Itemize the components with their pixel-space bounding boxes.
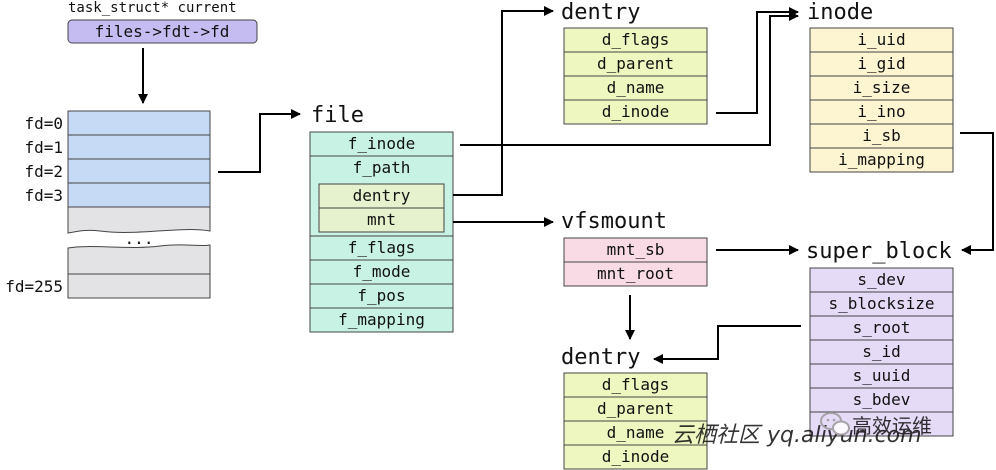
fd-slot-4 <box>67 206 211 234</box>
super-block-title: super_block <box>806 239 952 264</box>
fd-label-1: fd=1 <box>24 138 63 157</box>
fd-table: ... fd=0 fd=1 fd=2 fd=3 fd=255 <box>5 110 211 299</box>
inode-field-i-ino-label: i_ino <box>857 102 905 121</box>
dentry-bottom-field-d-inode <box>563 444 708 470</box>
super-block-field-s-bdev <box>809 387 954 413</box>
super-block-field-s-uuid-label: s_uuid <box>853 366 911 385</box>
current-value: files->fdt->fd <box>95 22 230 41</box>
f-path-dentry-label: dentry <box>353 186 411 205</box>
inode-field-i-mapping <box>809 147 954 173</box>
dentry-bottom-field-d-parent <box>563 396 708 422</box>
watermark-text: 云栖社区 yq.aliyun.com <box>672 423 922 448</box>
super-block-field-s-id-label: s_id <box>862 342 901 361</box>
fd-slot-0 <box>67 110 211 136</box>
fd-slot-3 <box>67 182 211 208</box>
dentry-bottom-field-d-name-label: d_name <box>607 423 665 442</box>
wechat-icon <box>820 412 850 436</box>
arrow-f-inode-to-inode <box>460 11 799 146</box>
dentry-bottom-field-d-name <box>563 420 708 446</box>
super-block-field-s-root <box>809 315 954 341</box>
current-box <box>67 19 258 44</box>
inode-field-i-uid-label: i_uid <box>857 30 905 49</box>
current-label: task_struct* current <box>68 0 237 16</box>
watermark-brand: 高效运维 <box>852 414 932 438</box>
vfsmount-field-mnt-root <box>563 261 708 287</box>
fd-slot-1 <box>67 134 211 160</box>
file-field-f-mode <box>309 259 454 285</box>
dentry-bottom-title: dentry <box>561 345 640 370</box>
super-block-struct: s_dev s_blocksize s_root s_id s_uuid s_b… <box>809 267 954 437</box>
inode-field-i-sb-label: i_sb <box>862 126 901 145</box>
arrow-dentry-to-dentry-top <box>453 6 554 196</box>
file-field-f-pos-label: f_pos <box>357 286 405 305</box>
dentry-top-struct: d_flags d_parent d_name d_inode <box>563 27 708 125</box>
file-title: file <box>311 103 364 128</box>
inode-title: inode <box>807 0 873 25</box>
dentry-bottom-field-d-flags-label: d_flags <box>602 375 669 394</box>
super-block-field-s-dev <box>809 267 954 293</box>
file-field-f-flags-label: f_flags <box>348 238 415 257</box>
vfsmount-field-mnt-sb <box>563 237 708 263</box>
dentry-top-field-d-parent <box>563 51 708 77</box>
dentry-top-field-d-flags-label: d_flags <box>602 30 669 49</box>
arrow-d-inode-to-inode <box>716 7 799 114</box>
dentry-top-title: dentry <box>561 0 640 25</box>
super-block-field-s-dev-label: s_dev <box>857 270 905 289</box>
dentry-bottom-field-d-flags <box>563 372 708 398</box>
dentry-bottom-field-d-inode-label: d_inode <box>602 447 669 466</box>
fd-label-3: fd=3 <box>24 186 63 205</box>
inode-field-i-size-label: i_size <box>853 78 911 97</box>
inode-field-i-uid <box>809 27 954 53</box>
arrow-s-root-to-dentry-bottom <box>653 325 801 364</box>
arrow-fd-to-file <box>218 109 301 173</box>
inode-struct: i_uid i_gid i_size i_ino i_sb i_mapping <box>809 27 954 173</box>
file-field-f-mode-label: f_mode <box>353 262 411 281</box>
vfsmount-field-mnt-sb-label: mnt_sb <box>607 240 665 259</box>
dentry-top-field-d-inode-label: d_inode <box>602 102 669 121</box>
arrow-i-sb-to-super-block <box>960 132 994 255</box>
file-field-f-mapping <box>309 307 454 333</box>
super-block-field-s-uuid <box>809 363 954 389</box>
fd-label-2: fd=2 <box>24 162 63 181</box>
super-block-field-s-blocksize-label: s_blocksize <box>829 294 935 313</box>
f-path-dentry <box>318 183 445 209</box>
file-field-f-path-label: f_path <box>353 158 411 177</box>
vfsmount-field-mnt-root-label: mnt_root <box>597 264 674 283</box>
fd-label-255: fd=255 <box>5 277 63 296</box>
inode-field-i-gid-label: i_gid <box>857 54 905 73</box>
super-block-field-s-blocksize <box>809 291 954 317</box>
dentry-top-field-d-name <box>563 75 708 101</box>
super-block-field-s-bdev-label: s_bdev <box>853 390 911 409</box>
super-block-field-s-root-label: s_root <box>853 318 911 337</box>
dentry-top-field-d-inode <box>563 99 708 125</box>
fd-slot-2 <box>67 158 211 184</box>
fd-ellipsis: ... <box>125 229 154 248</box>
f-path-mnt-label: mnt <box>367 210 396 229</box>
file-struct: f_inode f_path dentry mnt f_flags f_mode… <box>309 131 454 333</box>
fd-label-0: fd=0 <box>24 114 63 133</box>
file-field-f-mapping-label: f_mapping <box>338 310 425 329</box>
file-field-f-flags <box>309 235 454 261</box>
dentry-top-field-d-name-label: d_name <box>607 78 665 97</box>
watermark: 云栖社区 yq.aliyun.com 高效运维 <box>672 412 932 448</box>
vfsmount-struct: mnt_sb mnt_root <box>563 237 708 287</box>
inode-field-i-size <box>809 75 954 101</box>
dentry-bottom-struct: d_flags d_parent d_name d_inode <box>563 372 708 470</box>
inode-field-i-ino <box>809 99 954 125</box>
fd-slot-gap-lower <box>67 244 211 275</box>
connectors <box>138 6 994 364</box>
dentry-top-field-d-parent-label: d_parent <box>597 54 674 73</box>
vfsmount-title: vfsmount <box>561 209 667 234</box>
f-path-mnt <box>318 207 445 233</box>
inode-field-i-mapping-label: i_mapping <box>838 150 925 169</box>
fd-slot-255 <box>67 273 211 299</box>
file-field-f-inode-label: f_inode <box>348 134 415 153</box>
file-field-f-pos <box>309 283 454 309</box>
inode-field-i-gid <box>809 51 954 77</box>
dentry-bottom-field-d-parent-label: d_parent <box>597 399 674 418</box>
